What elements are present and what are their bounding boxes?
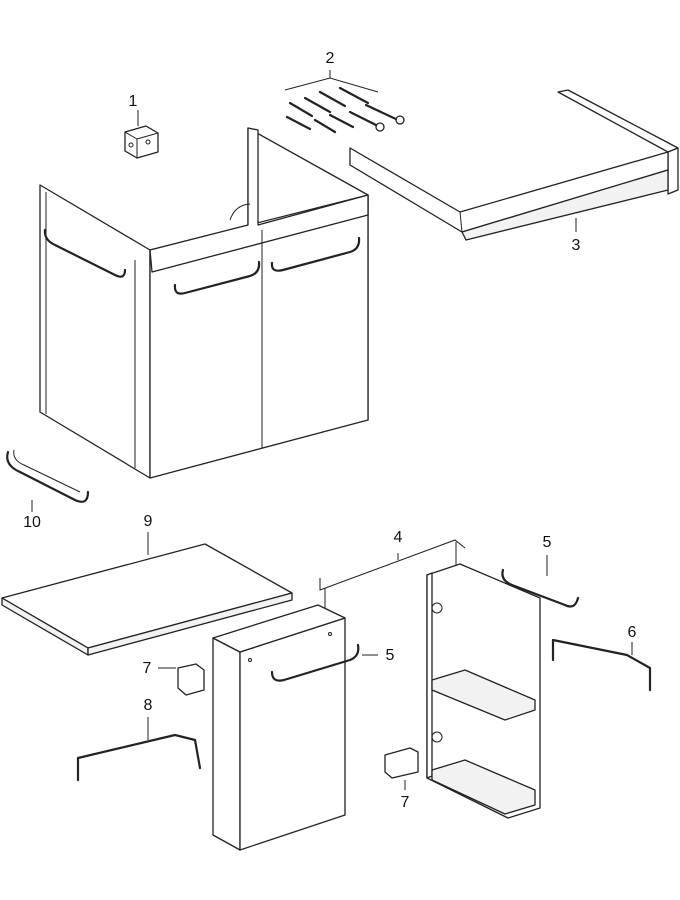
handle-part-5-upper xyxy=(501,555,580,608)
hinge-part-7-left xyxy=(158,663,205,696)
callout-4: 4 xyxy=(393,529,403,546)
hinge-part-7-right xyxy=(384,747,419,790)
callout-6: 6 xyxy=(627,624,637,641)
handle-part-10 xyxy=(6,449,90,512)
open-shelf-unit xyxy=(426,563,541,819)
screws-and-plugs-part-2 xyxy=(284,70,405,134)
glass-shelf-part-9 xyxy=(1,532,293,656)
callout-8: 8 xyxy=(143,697,153,714)
callout-5-upper: 5 xyxy=(542,534,552,551)
callout-2: 2 xyxy=(325,50,335,67)
callout-1: 1 xyxy=(128,93,138,110)
rail-part-8 xyxy=(76,717,202,782)
callout-5-lower: 5 xyxy=(385,647,395,664)
callout-9: 9 xyxy=(143,513,153,530)
callout-3: 3 xyxy=(571,237,581,254)
vanity-cabinet xyxy=(39,127,369,479)
wall-bracket-part-1 xyxy=(124,110,159,159)
side-cabinet-door xyxy=(212,604,378,851)
callout-7-right: 7 xyxy=(400,794,410,811)
top-frame-part-3 xyxy=(349,89,679,241)
rail-part-6 xyxy=(551,638,652,692)
callout-7-left: 7 xyxy=(142,660,152,677)
callout-10: 10 xyxy=(23,514,41,531)
